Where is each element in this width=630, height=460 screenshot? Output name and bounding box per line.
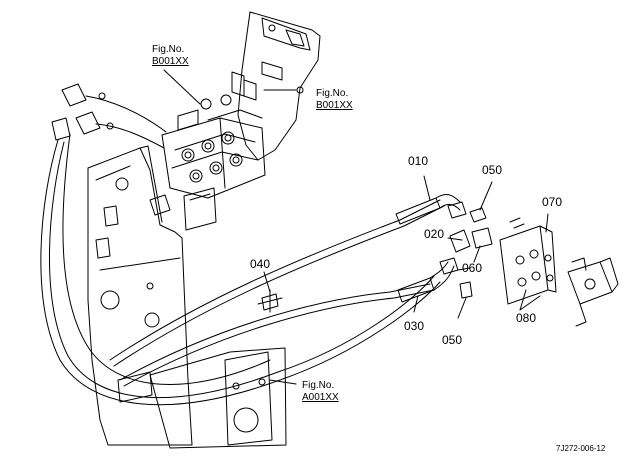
- fig-ref-bottom: Fig.No. A001XX: [302, 380, 339, 404]
- callout-040: 040: [250, 257, 271, 271]
- leader-lines: [163, 69, 549, 385]
- drawing-code: 7J272-006-12: [556, 444, 606, 453]
- callout-010: 010: [408, 154, 429, 168]
- fig-ref-number: B001XX: [316, 100, 353, 111]
- left-hoses: [40, 83, 441, 406]
- control-valve: [161, 71, 266, 231]
- fig-ref-prefix: Fig.No.: [152, 44, 185, 55]
- lower-housing: [149, 347, 287, 449]
- fig-ref-number: B001XX: [152, 56, 189, 67]
- lift-valve: [567, 257, 619, 327]
- fig-ref-prefix: Fig.No.: [302, 380, 335, 391]
- fig-ref-top-right: Fig.No. B001XX: [316, 88, 353, 112]
- hydraulic-pipes: [109, 194, 493, 387]
- manifold-block: [499, 217, 557, 305]
- valve-bracket: [237, 11, 321, 161]
- callout-020: 020: [424, 227, 445, 241]
- callout-080: 080: [516, 311, 537, 325]
- callout-050-bottom: 050: [442, 333, 463, 347]
- fig-ref-prefix: Fig.No.: [316, 88, 349, 99]
- callout-050-top: 050: [482, 163, 503, 177]
- callout-070: 070: [542, 195, 563, 209]
- callout-060: 060: [462, 261, 483, 275]
- callout-030: 030: [404, 319, 425, 333]
- pipe-clamp: [257, 289, 283, 313]
- fig-ref-number: A001XX: [302, 392, 339, 403]
- fig-ref-top-left: Fig.No. B001XX: [152, 44, 189, 68]
- frame-plate: [87, 145, 193, 446]
